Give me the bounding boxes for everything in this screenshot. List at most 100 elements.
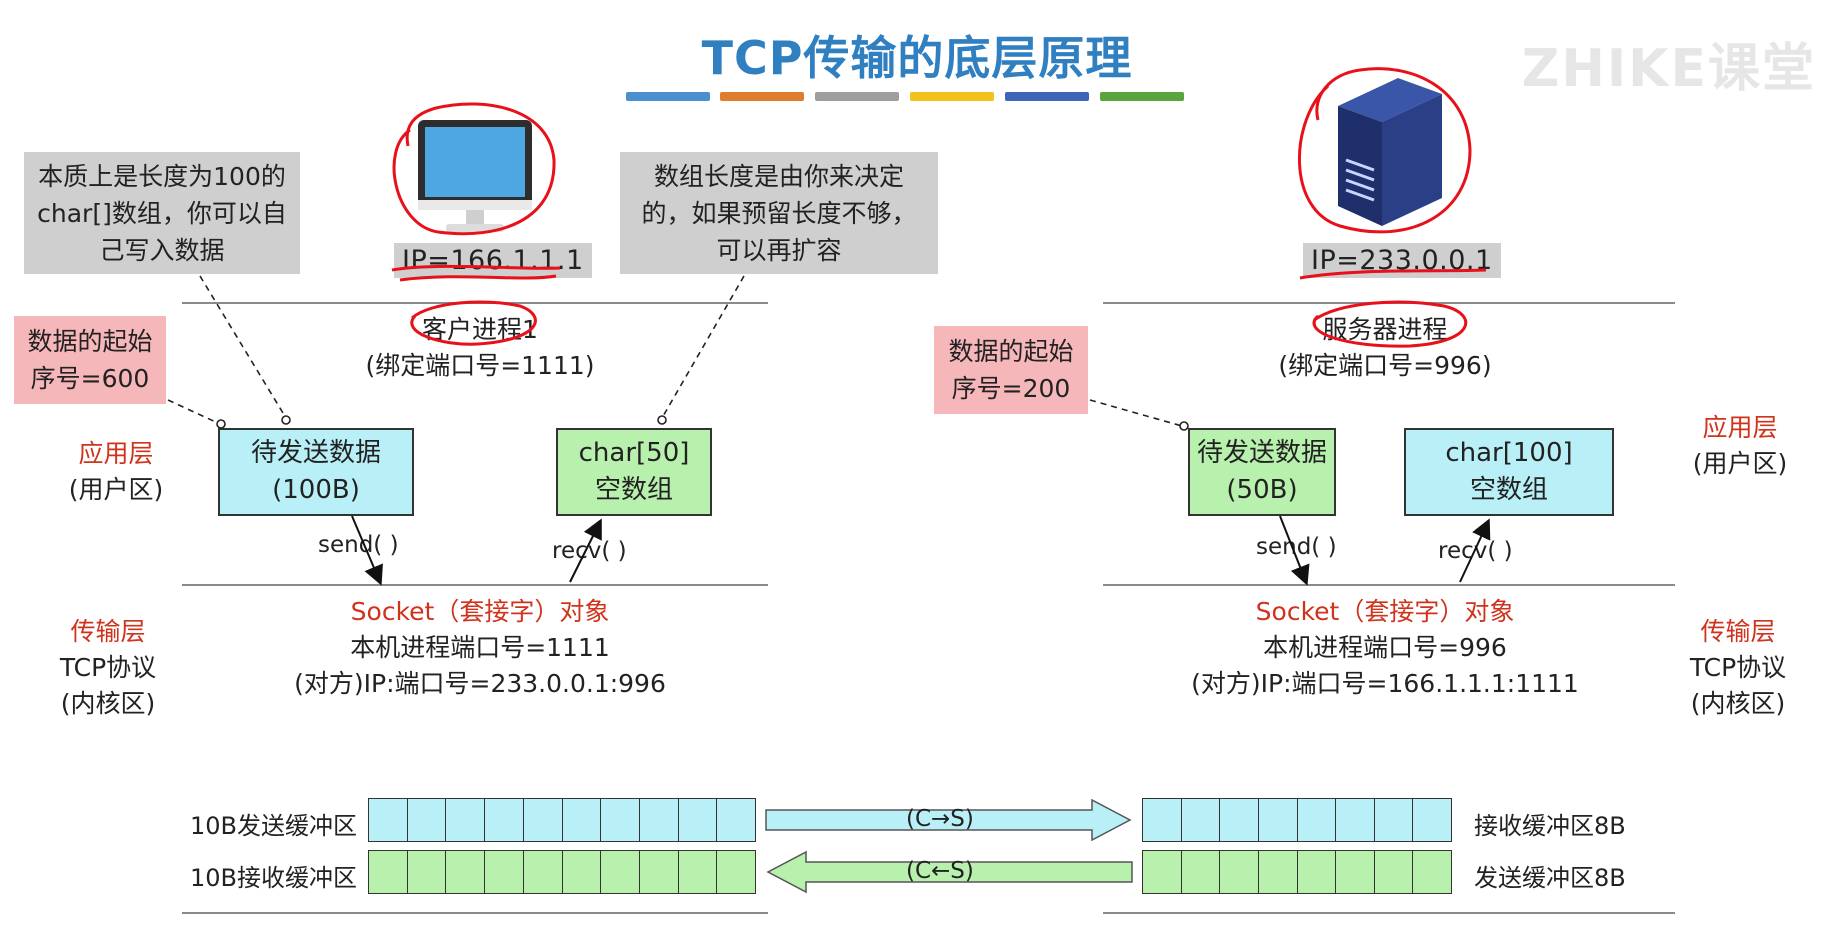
server-bottom-line — [1103, 912, 1675, 914]
note-line: 数据的起始 — [948, 337, 1074, 366]
client-send-data-box: 待发送数据 (100B) — [218, 428, 414, 516]
server-recv-buffer-label: 接收缓冲区8B — [1474, 812, 1626, 840]
box-line: char[100] — [1445, 438, 1573, 468]
box-line: 待发送数据 — [250, 438, 381, 468]
buffer-cell — [524, 851, 563, 893]
callout-line: 己写入数据 — [99, 235, 225, 265]
callout-line: 本质上是长度为100的 — [38, 161, 286, 191]
box-line: (50B) — [1226, 475, 1298, 505]
layer-sub: (内核区) — [1690, 689, 1786, 718]
client-recv-array-box: char[50] 空数组 — [556, 428, 712, 516]
title-bar-5 — [1005, 92, 1089, 101]
buffer-cell — [601, 799, 640, 841]
page-title: TCP传输的底层原理 — [701, 31, 1133, 85]
server-send-buffer — [1142, 850, 1452, 894]
server-icon — [1338, 78, 1442, 226]
client-ip-label: IP=166.1.1.1 — [394, 243, 592, 278]
layer-name: 应用层 — [78, 439, 154, 468]
transport-layer-label-left: 传输层 TCP协议 (内核区) — [46, 614, 170, 722]
note-line: 数据的起始 — [27, 327, 153, 356]
buffer-cell — [679, 851, 718, 893]
title-bar-6 — [1100, 92, 1184, 101]
watermark-logo: ZHIKE课堂 — [1521, 39, 1816, 99]
buffer-cell — [1375, 799, 1414, 841]
server-socket-block: Socket（套接字）对象 本机进程端口号=996 (对方)IP:端口号=166… — [1155, 594, 1615, 702]
box-line: 待发送数据 — [1196, 438, 1327, 468]
note-line: 序号=600 — [30, 364, 150, 393]
client-recv-buffer — [368, 850, 756, 894]
callout-line: 数组长度是由你来决定 — [653, 161, 904, 191]
buffer-cell — [640, 851, 679, 893]
box-line: char[50] — [578, 438, 690, 468]
buffer-cell — [1259, 799, 1298, 841]
arrow-server-to-client — [766, 850, 1133, 894]
monitor-icon — [418, 120, 532, 232]
client-bottom-line — [182, 912, 768, 914]
callout-line: 的，如果预留长度不够， — [641, 198, 917, 228]
layer-sub: (内核区) — [60, 689, 156, 718]
client-port-bind: (绑定端口号=1111) — [365, 351, 595, 380]
note-line: 序号=200 — [951, 374, 1071, 403]
socket-title: Socket（套接字）对象 — [1255, 597, 1515, 626]
socket-title: Socket（套接字）对象 — [350, 597, 610, 626]
buffer-cell — [408, 799, 447, 841]
buffer-cell — [408, 851, 447, 893]
server-recv-buffer — [1142, 798, 1452, 842]
layer-name: 应用层 — [1702, 413, 1778, 442]
layer-sub: (用户区) — [68, 475, 164, 504]
box-line: (100B) — [272, 475, 360, 505]
callout-line: 可以再扩容 — [716, 235, 842, 265]
buffer-cell — [1375, 851, 1414, 893]
buffer-cell — [1336, 851, 1375, 893]
server-mid-line — [1103, 584, 1675, 586]
server-process-block: 服务器进程 (绑定端口号=996) — [1245, 312, 1525, 384]
buffer-cell — [1259, 851, 1298, 893]
client-start-seq-note: 数据的起始 序号=600 — [14, 316, 166, 404]
buffer-cell — [1182, 851, 1221, 893]
buffer-cell — [1220, 851, 1259, 893]
title-bar-1 — [626, 92, 710, 101]
callout-line: char[]数组，你可以自 — [37, 198, 287, 228]
s-to-c-label: (C←S) — [906, 858, 974, 884]
server-port-bind: (绑定端口号=996) — [1278, 351, 1492, 380]
transport-layer-label-right: 传输层 TCP协议 (内核区) — [1676, 614, 1800, 722]
buffer-cell — [524, 799, 563, 841]
server-start-seq-note: 数据的起始 序号=200 — [934, 326, 1088, 414]
client-mid-line — [182, 584, 768, 586]
layer-name: 传输层 — [1700, 617, 1776, 646]
buffer-cell — [369, 799, 408, 841]
socket-local-port: 本机进程端口号=1111 — [350, 633, 610, 662]
client-socket-block: Socket（套接字）对象 本机进程端口号=1111 (对方)IP:端口号=23… — [250, 594, 710, 702]
buffer-cell — [679, 799, 718, 841]
client-recv-buffer-label: 10B接收缓冲区 — [190, 864, 358, 892]
title-bar-4 — [910, 92, 994, 101]
buffer-cell — [485, 851, 524, 893]
buffer-cell — [446, 851, 486, 893]
server-send-buffer-label: 发送缓冲区8B — [1474, 864, 1626, 892]
socket-local-port: 本机进程端口号=996 — [1263, 633, 1507, 662]
buffer-cell — [563, 799, 602, 841]
layer-protocol: TCP协议 — [59, 653, 157, 682]
app-layer-label-right: 应用层 (用户区) — [1680, 410, 1800, 482]
server-send-data-box: 待发送数据 (50B) — [1188, 428, 1336, 516]
client-send-buffer — [368, 798, 756, 842]
buffer-cell — [601, 851, 640, 893]
buffer-cell — [640, 799, 679, 841]
client-send-buffer-label: 10B发送缓冲区 — [190, 812, 358, 840]
buffer-cell — [369, 851, 408, 893]
buffer-cell — [1220, 799, 1259, 841]
client-process-block: 客户进程1 (绑定端口号=1111) — [340, 312, 620, 384]
app-layer-label-left: 应用层 (用户区) — [56, 436, 176, 508]
box-line: 空数组 — [1469, 475, 1548, 505]
c-to-s-label: (C→S) — [906, 806, 974, 832]
buffer-cell — [1182, 799, 1221, 841]
server-recv-array-box: char[100] 空数组 — [1404, 428, 1614, 516]
buffer-cell — [446, 799, 486, 841]
box-line: 空数组 — [594, 475, 673, 505]
buffer-cell — [1143, 851, 1182, 893]
layer-sub: (用户区) — [1692, 449, 1788, 478]
layer-name: 传输层 — [70, 617, 146, 646]
buffer-cell — [1143, 799, 1182, 841]
buffer-cell — [563, 851, 602, 893]
